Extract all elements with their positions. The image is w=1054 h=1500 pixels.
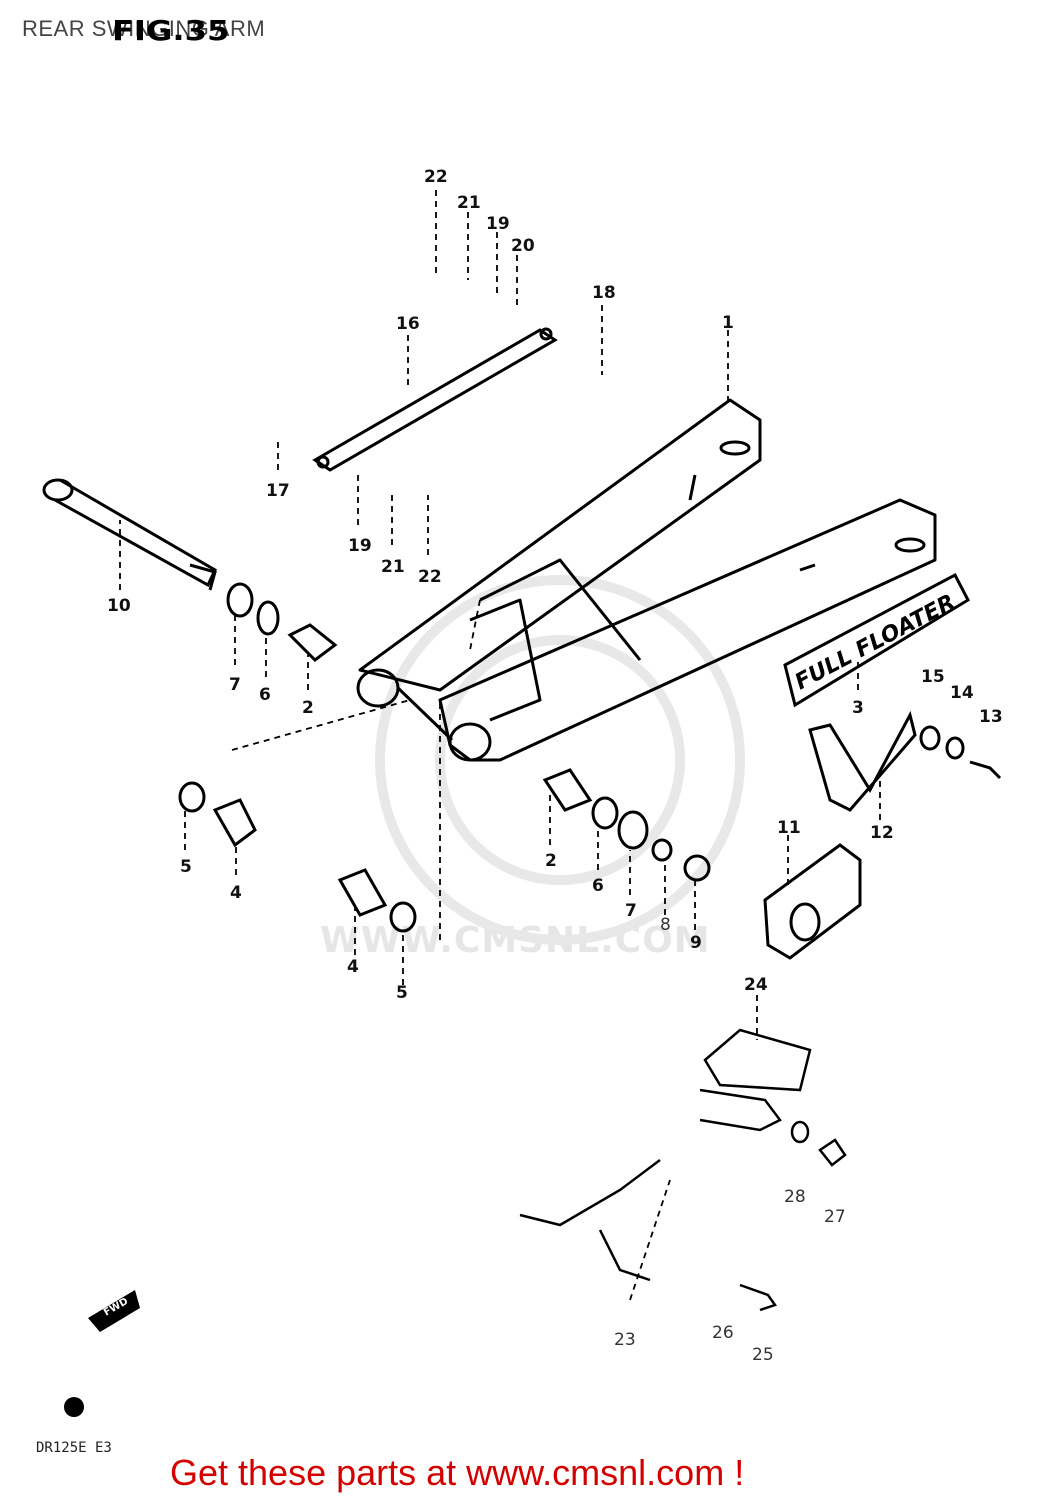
part-number: 2: [302, 698, 314, 718]
part-number: 13: [979, 707, 1003, 727]
part-number: 4: [230, 883, 242, 903]
part-number: 5: [396, 983, 408, 1003]
part-number: 21: [457, 193, 481, 213]
part-number: 27: [824, 1207, 846, 1227]
fullfloater-badge-shape: [783, 572, 970, 708]
part-number: 6: [592, 876, 604, 896]
part-number: 20: [511, 236, 535, 256]
part-number: 17: [266, 481, 290, 501]
part-number: 28: [784, 1187, 806, 1207]
watermark-url: WWW.CMSNL.COM: [320, 920, 711, 961]
part-number: 12: [870, 823, 894, 843]
chain-guard: [808, 710, 1002, 812]
part-number: 7: [229, 675, 241, 695]
part-number: 2: [545, 851, 557, 871]
part-number: 11: [777, 818, 801, 838]
part-number: 10: [107, 596, 131, 616]
part-number: 7: [625, 901, 637, 921]
part-callout-lines: [119, 190, 881, 1301]
part-number: 26: [712, 1323, 734, 1343]
part-number: 19: [348, 536, 372, 556]
figure-title: FIG.35: [112, 14, 230, 47]
part-number-labels: 22 21 19 20 18 16 1 17 19 21 22 10 7 6 2…: [107, 167, 1003, 1365]
part-number: 19: [486, 214, 510, 234]
part-number: 14: [950, 683, 974, 703]
part-number: 8: [660, 915, 671, 935]
chain-buffer-rod: [312, 327, 558, 472]
part-number: 22: [418, 567, 442, 587]
part-number: 22: [424, 167, 448, 187]
part-number: 6: [259, 685, 271, 705]
bushings-and-washers: [178, 582, 711, 933]
part-number: 21: [381, 557, 405, 577]
model-code: DR125E E3: [36, 1440, 112, 1456]
part-number: 9: [690, 933, 702, 953]
page-title: REAR SWINGING ARM: [22, 16, 266, 41]
part-number: 24: [744, 975, 768, 995]
pivot-shaft: [42, 478, 217, 591]
part-number: 23: [614, 1330, 636, 1350]
part-number: 3: [852, 698, 864, 718]
fwd-arrow: FWD: [88, 1290, 140, 1332]
part-number: 25: [752, 1345, 774, 1365]
bracket-assembly: [519, 1028, 847, 1312]
cmsnl-watermark-logo: [375, 575, 745, 945]
get-parts-link[interactable]: Get these parts at www.cmsnl.com !: [170, 1452, 745, 1493]
part-number: 4: [347, 957, 359, 977]
swingarm-body: [356, 398, 937, 762]
registration-dot: [64, 1397, 84, 1417]
part-number: 5: [180, 857, 192, 877]
part-number: 15: [921, 667, 945, 687]
part-number: 18: [592, 283, 616, 303]
chain-slider-plate: [763, 843, 862, 960]
part-number: 16: [396, 314, 420, 334]
part-number: 1: [722, 313, 734, 333]
